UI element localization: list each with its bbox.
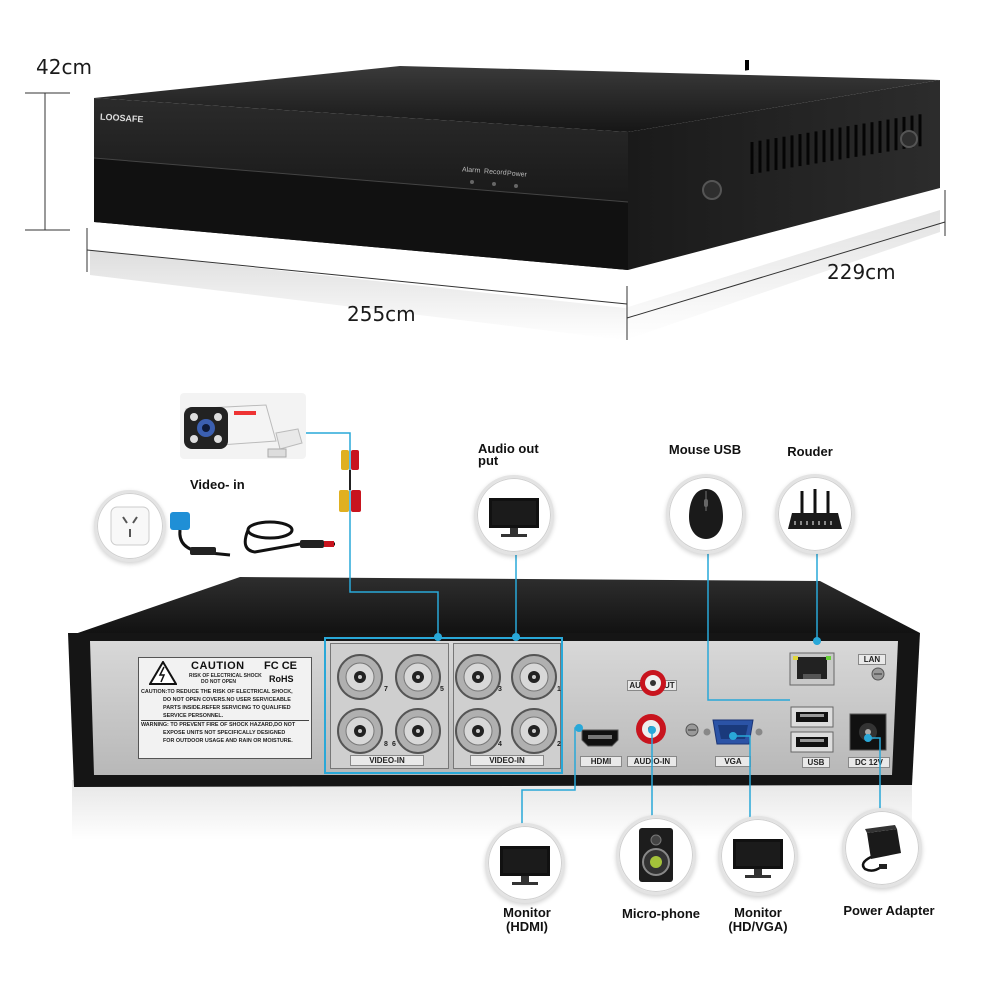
bnc-number: 3 (498, 686, 502, 693)
bnc-number: 5 (440, 686, 444, 693)
dimension-width: 255cm (347, 302, 416, 326)
microphone-bubble (616, 815, 696, 895)
vga-monitor-bubble (718, 816, 798, 896)
video-cable-icon (335, 440, 365, 530)
certification-marks: FC CE (264, 660, 297, 672)
bnc-connector (337, 654, 383, 700)
audio-out-port[interactable] (638, 668, 668, 698)
audio-out-label-2: put (478, 453, 499, 468)
mouse-icon (689, 489, 723, 539)
dc-power-port[interactable] (848, 712, 888, 752)
monitor-hdmi-label-1: Monitor (503, 905, 551, 920)
lan-screw-icon (870, 666, 886, 682)
dimension-height: 42cm (36, 55, 92, 79)
rohs-mark: RoHS (269, 674, 294, 684)
vga-port[interactable] (703, 717, 763, 747)
bnc-connector (337, 708, 383, 754)
dimension-lines (0, 0, 1000, 360)
usb-port-top[interactable] (790, 706, 834, 728)
lan-label: LAN (858, 654, 886, 665)
video-in-highlight-frame (324, 637, 563, 774)
caution-line: DO NOT OPEN COVERS.NO USER SERVICEABLE (163, 697, 291, 703)
video-in-label: Video- in (190, 477, 245, 492)
audio-out-label-1: Audio out (478, 441, 539, 456)
wall-outlet-icon (110, 506, 150, 546)
monitor-icon (733, 839, 783, 878)
monitor-hdmi-label-2: (HDMI) (506, 919, 548, 934)
hdmi-label: HDMI (580, 756, 622, 767)
router-bubble (775, 474, 855, 554)
bnc-connectors (330, 643, 562, 767)
bnc-connector (511, 654, 557, 700)
hdmi-monitor-bubble (485, 823, 565, 903)
power-adapter-icon (861, 825, 901, 872)
bullet-camera-icon (180, 393, 310, 463)
bnc-number: 8 (384, 741, 388, 748)
wall-outlet-bubble (94, 490, 166, 562)
audio-in-port[interactable] (634, 712, 668, 746)
dvr-front-illustration (80, 60, 960, 350)
caution-title: CAUTION (191, 660, 245, 672)
dimension-depth: 229cm (827, 260, 896, 284)
caution-line: EXPOSE UNITS NOT SPECIFICALLY DESIGNED (163, 730, 286, 736)
caution-line: WARNING: TO PREVENT FIRE OF SHOCK HAZARD… (141, 722, 296, 728)
power-splitter-cable-icon (160, 500, 360, 570)
bnc-connector (455, 708, 501, 754)
dc-label: DC 12V (848, 757, 890, 768)
power-adapter-bubble (842, 808, 922, 888)
mouse-bubble (666, 474, 746, 554)
caution-subtitle-2: DO NOT OPEN (201, 679, 237, 685)
monitor-vga-label-1: Monitor (734, 905, 782, 920)
bnc-connector (455, 654, 501, 700)
audio-out-monitor-bubble (474, 475, 554, 555)
lan-port[interactable] (789, 652, 835, 686)
speaker-icon (639, 828, 673, 882)
bnc-number: 2 (557, 741, 561, 748)
hdmi-port[interactable] (580, 728, 620, 748)
power-adapter-label: Power Adapter (843, 903, 935, 918)
monitor-icon (489, 498, 539, 537)
bnc-number: 7 (384, 686, 388, 693)
caution-line: SERVICE PERSONNEL. (141, 712, 309, 721)
router-icon (788, 489, 842, 529)
bnc-connector (395, 654, 441, 700)
bnc-number: 1 (557, 686, 561, 693)
caution-plate: CAUTION RISK OF ELECTRICAL SHOCK DO NOT … (138, 657, 312, 759)
video-in-label-left: VIDEO-IN (350, 755, 424, 766)
router-label: Rouder (787, 444, 833, 459)
caution-line: PARTS INSIDE.REFER SERVICING TO QUALIFIE… (163, 705, 291, 711)
bnc-connector (511, 708, 557, 754)
mouse-usb-label: Mouse USB (668, 442, 742, 457)
caution-line: FOR OUTDOOR USAGE AND RAIN OR MOISTURE. (163, 738, 293, 744)
microphone-label: Micro-phone (622, 906, 700, 921)
monitor-icon (500, 846, 550, 885)
caution-subtitle-1: RISK OF ELECTRICAL SHOCK (189, 673, 262, 679)
vga-label: VGA (715, 756, 751, 767)
monitor-vga-label-2: (HD/VGA) (728, 919, 788, 934)
ground-screw-icon (684, 722, 700, 738)
bnc-number: 4 (498, 741, 502, 748)
warning-triangle-icon (149, 661, 177, 685)
caution-line: CAUTION:TO REDUCE THE RISK OF ELECTRICAL… (141, 689, 293, 695)
bnc-connector (395, 708, 441, 754)
video-in-label-right: VIDEO-IN (470, 755, 544, 766)
audio-in-label: AUDIO-IN (627, 756, 677, 767)
usb-label: USB (802, 757, 830, 768)
usb-port-bottom[interactable] (790, 731, 834, 753)
bnc-number: 6 (392, 741, 396, 748)
